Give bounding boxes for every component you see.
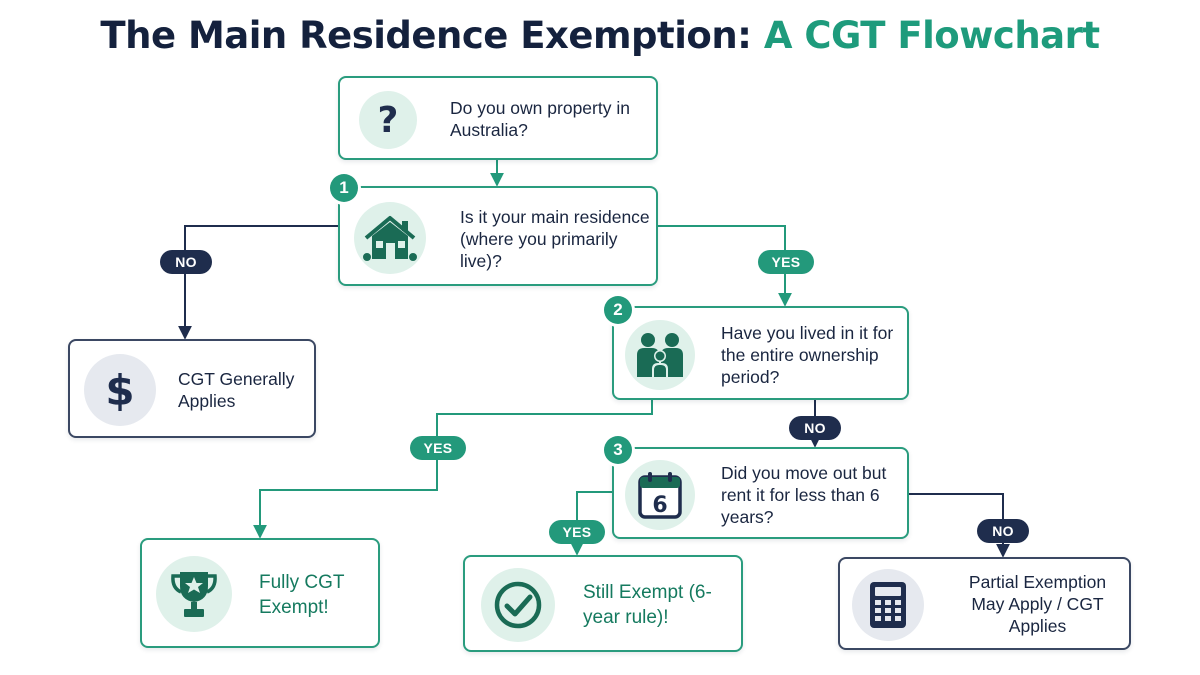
q3-yes-label: YES <box>549 520 605 544</box>
trophy-icon <box>156 556 232 632</box>
outcome-partial-text: Partial Exemption May Apply / CGT Applie… <box>968 572 1107 636</box>
connector-q2-yes <box>253 400 653 539</box>
house-icon <box>354 202 426 274</box>
question-2-box: Have you lived in it for the entire owne… <box>612 306 909 400</box>
outcome-still-exempt-text: Still Exempt (6-year rule)! <box>583 582 712 628</box>
q2-no-label: NO <box>789 416 841 440</box>
outcome-fully-exempt-text: Fully CGT Exempt! <box>259 572 345 618</box>
start-question-text: Do you own property in Australia? <box>450 98 630 140</box>
dollar-symbol: $ <box>105 365 135 415</box>
title-accent: A CGT Flowchart <box>763 14 1100 57</box>
calculator-icon <box>852 569 924 641</box>
q3-no-label: NO <box>977 519 1029 543</box>
outcome-still-exempt-box: Still Exempt (6-year rule)! <box>463 555 743 652</box>
check-circle-icon <box>481 568 555 642</box>
title-main: The Main Residence Exemption: <box>100 14 764 57</box>
q2-yes-label: YES <box>410 436 466 460</box>
dollar-icon: $ <box>84 354 156 426</box>
outcome-cgt-applies-text: CGT Generally Applies <box>178 369 295 411</box>
step-3-badge: 3 <box>604 436 632 464</box>
outcome-fully-exempt-box: Fully CGT Exempt! <box>140 538 380 648</box>
q1-no-label: NO <box>160 250 212 274</box>
outcome-partial-box: Partial Exemption May Apply / CGT Applie… <box>838 557 1131 650</box>
question-3-box: 6 Did you move out but rent it for less … <box>612 447 909 539</box>
family-icon <box>625 320 695 390</box>
question-2-text: Have you lived in it for the entire owne… <box>721 323 894 387</box>
question-mark-icon: ? <box>359 91 417 149</box>
page-title: The Main Residence Exemption: A CGT Flow… <box>0 14 1200 57</box>
question-1-text: Is it your main residence (where you pri… <box>460 207 650 271</box>
step-2-badge: 2 <box>604 296 632 324</box>
calendar-number: 6 <box>652 493 667 518</box>
connector-q1-no <box>178 225 338 340</box>
question-1-box: Is it your main residence (where you pri… <box>338 186 658 286</box>
start-question-box: ? Do you own property in Australia? <box>338 76 658 160</box>
calendar-icon: 6 <box>625 460 695 530</box>
step-1-badge: 1 <box>330 174 358 202</box>
q1-yes-label: YES <box>758 250 814 274</box>
question-3-text: Did you move out but rent it for less th… <box>721 463 887 527</box>
connector-q1-yes <box>658 225 792 307</box>
outcome-cgt-applies-box: $ CGT Generally Applies <box>68 339 316 438</box>
